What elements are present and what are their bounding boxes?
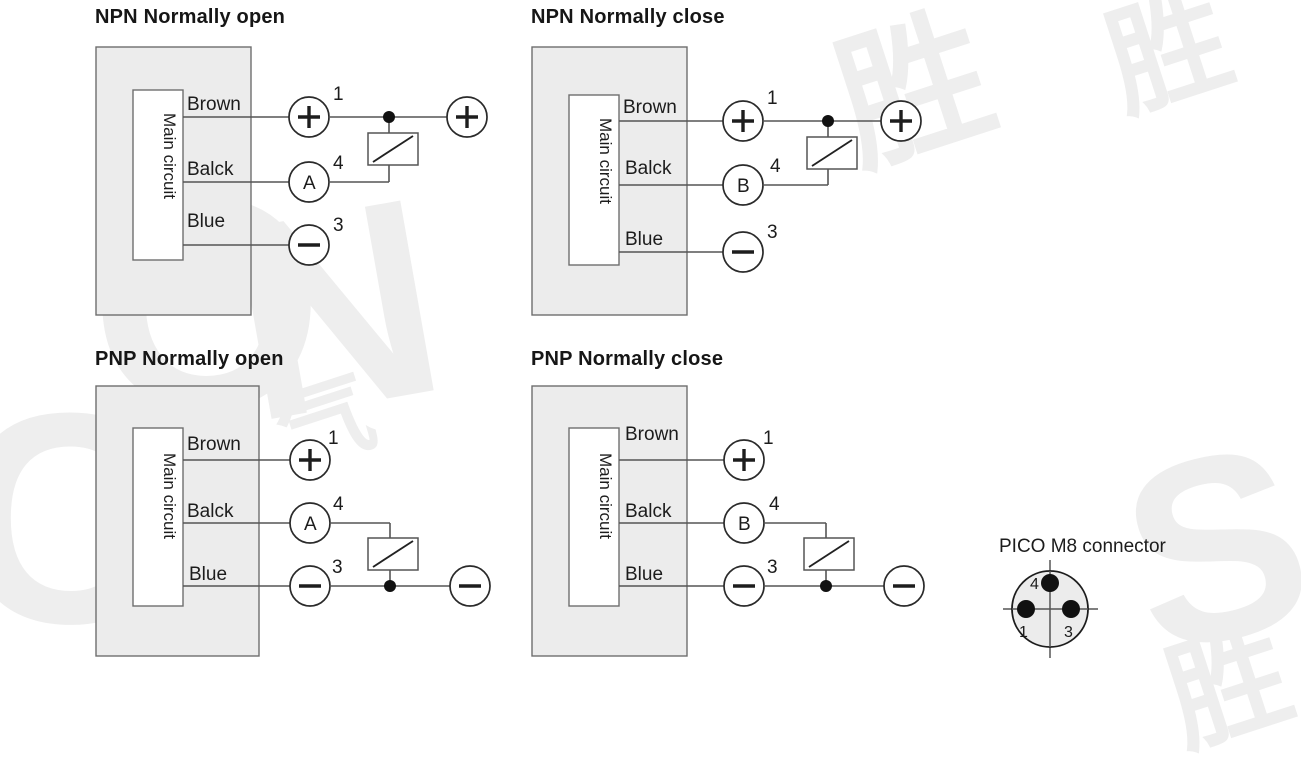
main-circuit-block: [568, 94, 620, 266]
main-circuit-block: [132, 427, 184, 607]
terminal-number-1: 1: [333, 84, 344, 105]
wire-label-brown: Brown: [623, 97, 677, 118]
connector-pin-4: [1041, 574, 1059, 592]
wire-label-brown: Brown: [187, 434, 241, 455]
external-plus-icon: [890, 110, 912, 132]
load-diagonal-icon: [372, 540, 414, 568]
wire-label-blue: Blue: [625, 564, 663, 585]
connector-title: PICO M8 connector: [999, 536, 1166, 557]
plus-icon: [299, 449, 321, 471]
junction-dot: [384, 580, 396, 592]
watermark-cjk-top-right-2: 胜: [1090, 0, 1247, 135]
connector-pin-3: [1062, 600, 1080, 618]
terminal-number-1: 1: [767, 88, 778, 109]
pico-m8-connector: 4 1 3: [995, 558, 1135, 668]
panel-npn-normally-open: Main circuit Brown Balck Blue 1 A 4 3: [90, 35, 510, 325]
terminal-number-3: 3: [767, 557, 778, 578]
wire-label-blue: Blue: [625, 229, 663, 250]
wire-label-black: Balck: [625, 158, 672, 179]
main-circuit-label: Main circuit: [160, 453, 179, 539]
main-circuit-block: [132, 89, 184, 261]
plus-icon: [732, 110, 754, 132]
terminal-number-4: 4: [333, 494, 344, 515]
connector-pin-number-4: 4: [1030, 576, 1039, 593]
wire-label-brown: Brown: [625, 424, 679, 445]
terminal-number-3: 3: [332, 557, 343, 578]
wire-label-brown: Brown: [187, 94, 241, 115]
wire-label-blue: Blue: [187, 211, 225, 232]
load-diagonal-icon: [808, 540, 850, 568]
junction-dot: [822, 115, 834, 127]
terminal-number-3: 3: [767, 222, 778, 243]
terminal-number-1: 1: [328, 428, 339, 449]
panel-title-npn-open: NPN Normally open: [95, 6, 286, 28]
external-plus-icon: [456, 106, 478, 128]
panel-title-npn-close: NPN Normally close: [531, 6, 725, 28]
panel-pnp-normally-close: Main circuit Brown Balck Blue 1 B 4 3: [526, 378, 946, 668]
panel-title-pnp-close: PNP Normally close: [531, 348, 724, 370]
output-letter-b: B: [737, 176, 750, 197]
main-circuit-block: [568, 427, 620, 607]
connector-pin-number-1: 1: [1019, 624, 1028, 641]
load-diagonal-icon: [811, 139, 853, 167]
wire-label-black: Balck: [187, 501, 234, 522]
plus-icon: [298, 106, 320, 128]
main-circuit-label: Main circuit: [160, 113, 179, 199]
load-diagonal-icon: [372, 135, 414, 163]
terminal-number-4: 4: [769, 494, 780, 515]
terminal-number-3: 3: [333, 215, 344, 236]
output-letter-b: B: [738, 514, 751, 535]
junction-dot: [383, 111, 395, 123]
watermark-cjk-bottom-right: 胜: [1150, 605, 1301, 770]
panel-pnp-normally-open: Main circuit Brown Balck Blue 1 A 4 3: [90, 378, 510, 668]
connector-pin-1: [1017, 600, 1035, 618]
output-letter-a: A: [303, 173, 316, 194]
main-circuit-label: Main circuit: [596, 118, 615, 204]
main-circuit-label: Main circuit: [596, 453, 615, 539]
plus-icon: [733, 449, 755, 471]
output-letter-a: A: [304, 514, 317, 535]
panel-title-pnp-open: PNP Normally open: [95, 348, 284, 370]
terminal-number-4: 4: [333, 153, 344, 174]
wire-label-black: Balck: [625, 501, 672, 522]
connector-pin-number-3: 3: [1064, 624, 1073, 641]
terminal-number-4: 4: [770, 156, 781, 177]
terminal-number-1: 1: [763, 428, 774, 449]
wire-label-blue: Blue: [189, 564, 227, 585]
wire-label-black: Balck: [187, 159, 234, 180]
junction-dot: [820, 580, 832, 592]
panel-npn-normally-close: Main circuit Brown Balck Blue 1 B 4 3: [526, 35, 946, 325]
